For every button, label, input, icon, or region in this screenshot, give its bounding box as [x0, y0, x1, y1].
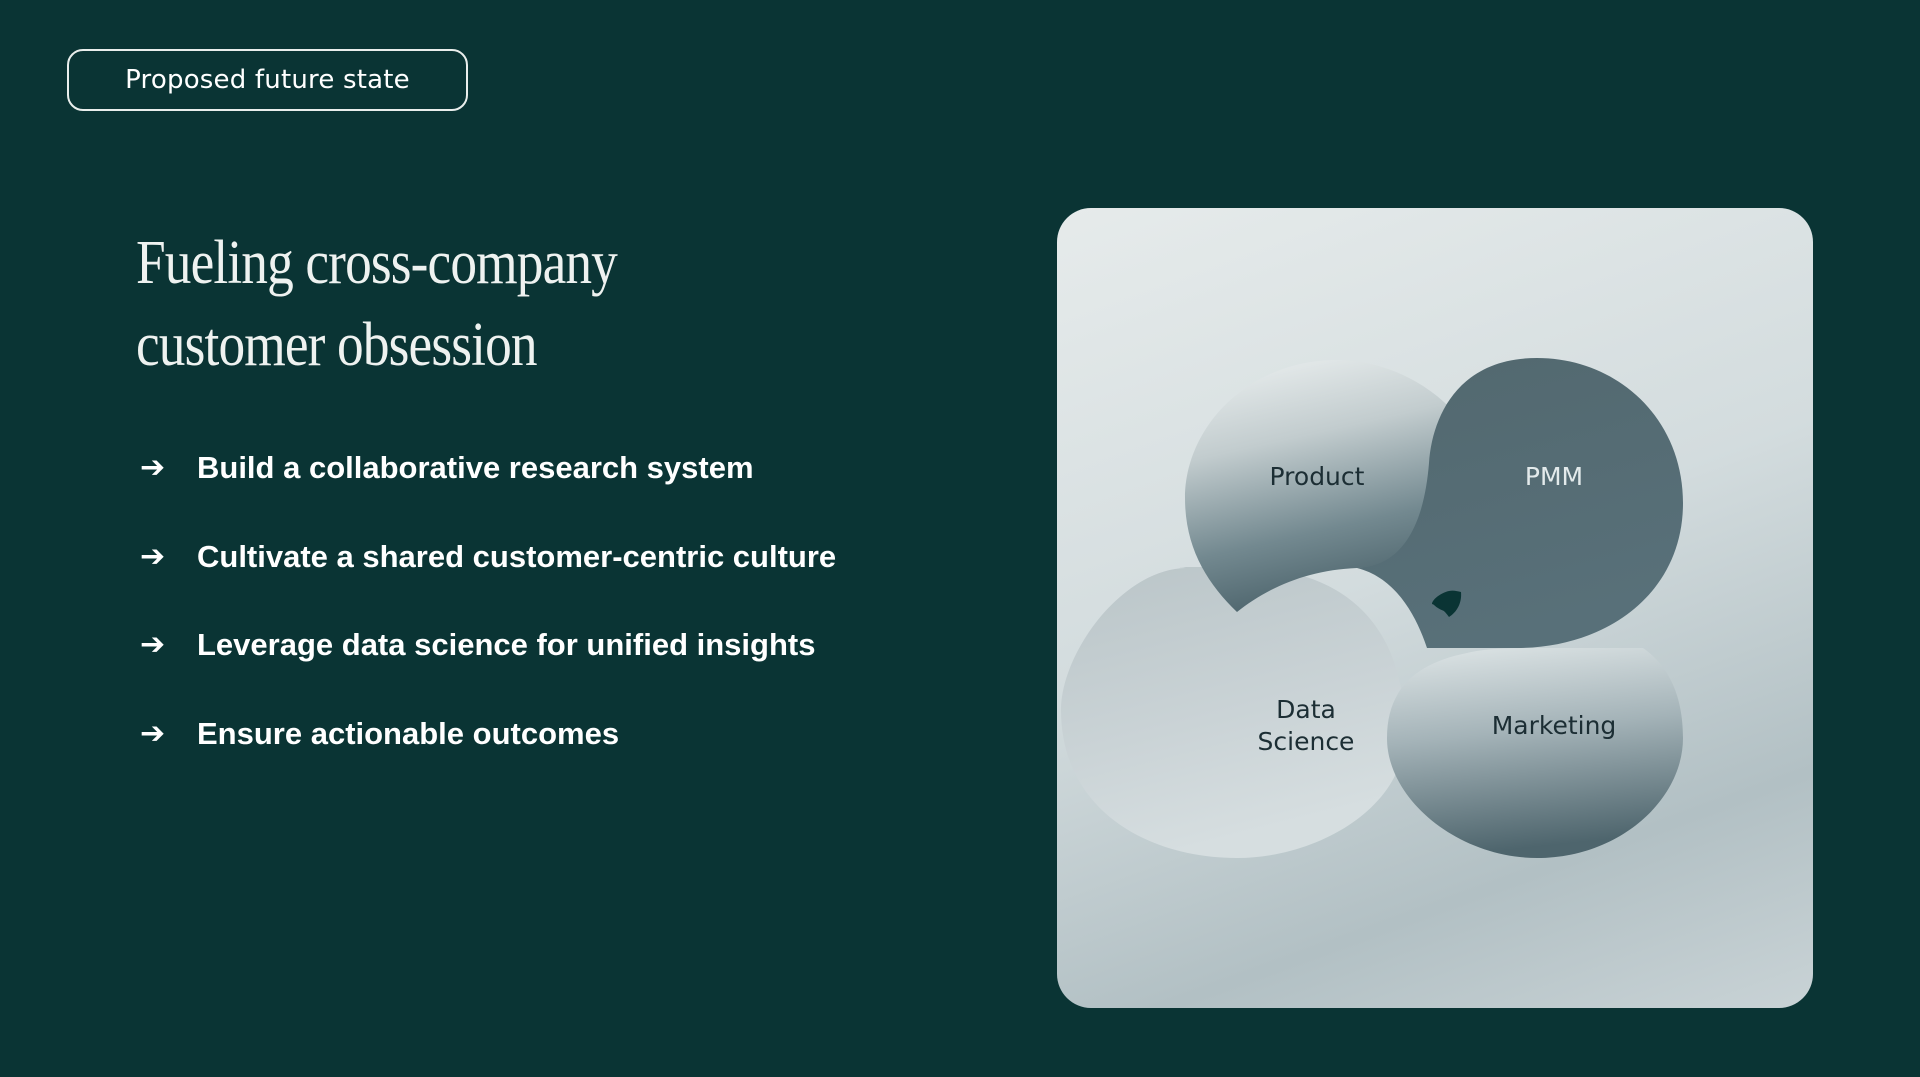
arrow-right-icon: ➔ — [140, 538, 166, 574]
arrow-right-icon: ➔ — [140, 450, 166, 485]
arrow-right-icon: ➔ — [140, 627, 166, 662]
leaf-logo-icon — [1432, 590, 1462, 617]
petal-pmm — [1357, 358, 1683, 648]
bullet-item: ➔ Build a collaborative research system — [140, 440, 836, 496]
bullet-text: Build a collaborative research system — [197, 450, 754, 485]
label-data-science-line-1: Data — [1276, 695, 1336, 724]
page-title-line-1: Fueling cross-company — [136, 229, 618, 297]
page-title-line-2: customer obsession — [136, 311, 538, 379]
petal-marketing — [1387, 648, 1683, 858]
diagram-card: Product PMM Data Science Marketing — [1057, 208, 1813, 1008]
label-marketing: Marketing — [1492, 711, 1617, 740]
bullet-text: Cultivate a shared customer-centric cult… — [197, 538, 837, 574]
label-pmm: PMM — [1525, 462, 1583, 491]
bullet-text: Ensure actionable outcomes — [197, 715, 620, 751]
petal-product — [1185, 360, 1468, 612]
bullet-item: ➔ Leverage data science for unified insi… — [140, 617, 836, 673]
bullet-item: ➔ Cultivate a shared customer-centric cu… — [140, 529, 836, 585]
bullet-text: Leverage data science for unified insigh… — [197, 627, 816, 662]
bullet-item: ➔ Ensure actionable outcomes — [140, 706, 836, 762]
label-product: Product — [1270, 462, 1365, 491]
bullet-list: ➔ Build a collaborative research system … — [140, 440, 836, 794]
label-data-science-line-2: Science — [1258, 727, 1355, 756]
page-title: Fueling cross-company customer obsession — [136, 222, 618, 386]
section-badge: Proposed future state — [67, 49, 468, 111]
arrow-right-icon: ➔ — [140, 715, 166, 751]
petal-data-science — [1061, 567, 1405, 858]
collaboration-diagram: Product PMM Data Science Marketing — [1061, 358, 1683, 858]
